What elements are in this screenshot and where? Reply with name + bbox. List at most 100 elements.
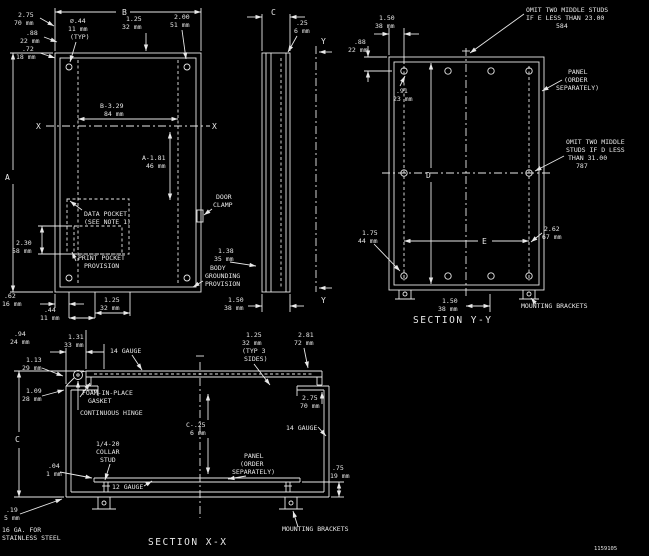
dim-label: .91 (396, 87, 408, 95)
section-cut-letter: X (212, 122, 217, 131)
hinge-barrel (73, 370, 83, 380)
callout-label: 787 (576, 162, 588, 170)
dim-label: .62 (4, 292, 16, 300)
dim-label: .72 (22, 45, 34, 53)
dim-label: 6 mm (190, 429, 206, 437)
dim-label: 1.25 (126, 15, 142, 23)
section-title: SECTION X-X (148, 537, 227, 548)
callout-label: OMIT TWO MIDDLE STUDS (526, 6, 608, 14)
callout-label: 16 GA. FOR (2, 526, 41, 534)
dim-label: .44 (44, 306, 56, 314)
dim-label: 33 mm (64, 341, 84, 349)
dim-label: 22 mm (348, 46, 368, 54)
callout-label: 12 GAUGE (112, 483, 143, 491)
callout-label: GASKET (88, 397, 112, 405)
callout-label: COLLAR (96, 448, 120, 456)
callout-label: PROVISION (84, 262, 119, 270)
dim-label: 1.09 (26, 387, 42, 395)
side-outline (261, 52, 291, 293)
callout-label: FOAM-IN-PLACE (82, 389, 133, 397)
panel-stud (487, 67, 495, 75)
callout-label: PRINT POCKET (78, 254, 125, 262)
panel-stud (400, 272, 408, 280)
front-dimension-lines (10, 8, 257, 321)
dim-label: 2.30 (16, 239, 32, 247)
callout-label: 1/4-20 (96, 440, 120, 448)
dim-label: 84 mm (104, 110, 124, 118)
dim-label: .75 (332, 464, 344, 472)
dim-label: 38 mm (375, 22, 395, 30)
callout-label: SEPARATELY) (556, 84, 599, 92)
dim-letter: E (482, 237, 487, 246)
dim-label: 44 mm (358, 237, 378, 245)
dim-label: 58 mm (12, 247, 32, 255)
dim-label: 1.50 (442, 297, 458, 305)
dim-label: 11 mm (40, 314, 60, 322)
dim-label: 46 mm (146, 162, 166, 170)
callout-label: DATA POCKET (84, 210, 127, 218)
callout-label: 584 (556, 22, 568, 30)
front-view (54, 52, 204, 293)
callout-label: CLAMP (213, 201, 233, 209)
dim-label: 38 mm (224, 304, 244, 312)
body-section-outline (388, 56, 545, 291)
enclosure-outline (54, 52, 202, 293)
section-cut-letter: Y (321, 296, 326, 305)
callout-label: STUDS IF D LESS (566, 146, 625, 154)
dim-label: 1 mm (46, 470, 62, 478)
dim-label: 1.38 (218, 247, 234, 255)
dim-label: 70 mm (300, 402, 320, 410)
dim-label: 18 mm (16, 53, 36, 61)
print-pocket-outline (73, 225, 123, 255)
panel-stud (525, 272, 533, 280)
section-xx-dimension-lines (14, 330, 344, 528)
dim-letter: A (5, 173, 10, 182)
panel-stud (444, 272, 452, 280)
section-yy-labels: D E 1.50 38 mm .88 22 mm .91 23 mm OMIT … (348, 6, 625, 326)
side-view (247, 14, 332, 312)
section-yy-view (382, 48, 551, 300)
corner-hole (65, 274, 73, 282)
door-outline (59, 57, 197, 288)
dim-label: 19 mm (330, 472, 350, 480)
dim-label: .88 (26, 29, 38, 37)
side-view-labels: C .25 6 mm Y Y (271, 8, 326, 305)
dim-label: C-.25 (186, 421, 206, 429)
callout-label: (ORDER (564, 76, 588, 84)
callout-label: THAN 31.00 (568, 154, 607, 162)
callout-label: PANEL (568, 68, 588, 76)
dim-label: 23 mm (393, 95, 413, 103)
dim-label: (TYP 3 (242, 347, 266, 355)
dim-label: 38 mm (438, 305, 458, 313)
callout-label: 14 GAUGE (286, 424, 317, 432)
dim-label: 51 mm (170, 21, 190, 29)
section-cut-letter: X (36, 122, 41, 131)
panel-stud (444, 67, 452, 75)
dim-label: 2.62 (544, 225, 560, 233)
callout-label: MOUNTING BRACKETS (521, 302, 588, 310)
callout-label: GROUNDING (205, 272, 240, 280)
dim-label: 72 mm (294, 339, 314, 347)
callout-label: 14 GAUGE (110, 347, 141, 355)
dim-label: .88 (354, 38, 366, 46)
dim-letter: C (15, 435, 20, 444)
section-cut-letter: Y (321, 37, 326, 46)
corner-hole (65, 63, 73, 71)
dim-label: 6 mm (294, 27, 310, 35)
dim-label: 24 mm (10, 338, 30, 346)
dim-letter: C (271, 8, 276, 17)
dim-label: 2.00 (174, 13, 190, 21)
dim-label: (TYP) (70, 33, 90, 41)
callout-label: BODY (210, 264, 226, 272)
dim-label: 1.50 (228, 296, 244, 304)
section-xx-labels: C .94 24 mm 1.31 33 mm 14 GAUGE 1.25 32 … (2, 330, 617, 552)
dim-letter: B (122, 8, 127, 17)
dim-label: B-3.29 (100, 102, 124, 110)
callout-label: SEPARATELY) (232, 468, 275, 476)
callout-label: STUD (100, 456, 116, 464)
callout-label: (SEE NOTE 1) (84, 218, 131, 226)
dim-label: 70 mm (14, 19, 34, 27)
dim-label: 22 mm (20, 37, 40, 45)
callout-label: MOUNTING BRACKETS (282, 525, 349, 533)
data-pocket-outline (66, 198, 130, 255)
